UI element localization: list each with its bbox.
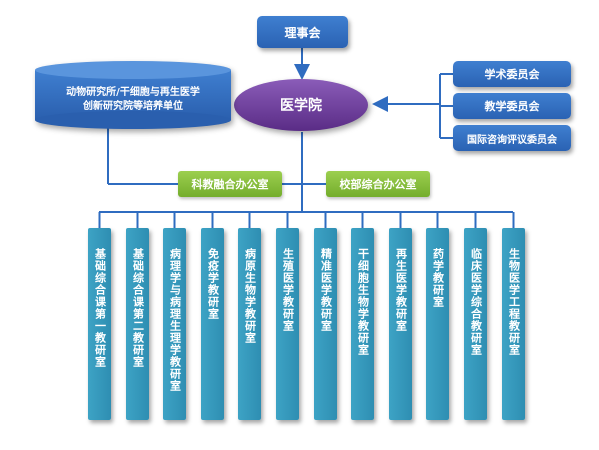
department-label: 再生医学教研室: [394, 248, 408, 332]
department-box: 干细胞生物学教研室: [351, 228, 374, 420]
department-box: 药学教研室: [426, 228, 449, 420]
committee-teaching: 教学委员会: [453, 93, 571, 119]
department-label: 病理学与病理生理学教研室: [168, 248, 182, 392]
department-box: 病原生物学教研室: [238, 228, 261, 420]
department-box: 临床医学综合教研室: [464, 228, 487, 420]
department-label: 基础综合课第一教研室: [93, 248, 107, 368]
department-label: 精准医学教研室: [319, 248, 333, 332]
department-box: 病理学与病理生理学教研室: [163, 228, 186, 420]
department-label: 生殖医学教研室: [281, 248, 295, 332]
cylinder-line-2: 创新研究院等培养单位: [83, 101, 183, 112]
committee-international: 国际咨询评议委员会: [453, 125, 571, 151]
department-label: 药学教研室: [431, 248, 445, 308]
committee-academic: 学术委员会: [453, 61, 571, 87]
council-box: 理事会: [257, 16, 348, 48]
school-ellipse: [234, 79, 368, 131]
department-box: 生殖医学教研室: [276, 228, 299, 420]
cylinder-label: 动物研究所/干细胞与再生医学 创新研究院等培养单位: [35, 86, 231, 114]
office-school: 校部综合办公室: [326, 171, 430, 197]
office-research: 科教融合办公室: [178, 171, 282, 197]
department-label: 病原生物学教研室: [243, 248, 257, 344]
cylinder-shape: [35, 61, 231, 129]
department-label: 基础综合课第二教研室: [131, 248, 145, 368]
school-label: 医学院: [280, 98, 322, 114]
cylinder-line-1: 动物研究所/干细胞与再生医学: [66, 87, 200, 98]
department-box: 免疫学教研室: [201, 228, 224, 420]
committee-international-label: 国际咨询评议委员会: [467, 134, 557, 146]
committee-teaching-label: 教学委员会: [484, 100, 540, 113]
council-label: 理事会: [284, 25, 321, 40]
department-label: 临床医学综合教研室: [469, 248, 483, 356]
department-box: 基础综合课第二教研室: [126, 228, 149, 420]
office-school-label: 校部综合办公室: [339, 178, 417, 191]
department-box: 精准医学教研室: [314, 228, 337, 420]
department-label: 干细胞生物学教研室: [356, 248, 370, 356]
office-research-label: 科教融合办公室: [191, 178, 269, 191]
department-box: 基础综合课第一教研室: [88, 228, 111, 420]
department-label: 免疫学教研室: [206, 248, 220, 320]
committee-academic-label: 学术委员会: [484, 68, 540, 81]
department-box: 生物医学工程教研室: [502, 228, 525, 420]
department-label: 生物医学工程教研室: [507, 248, 521, 356]
department-box: 再生医学教研室: [389, 228, 412, 420]
